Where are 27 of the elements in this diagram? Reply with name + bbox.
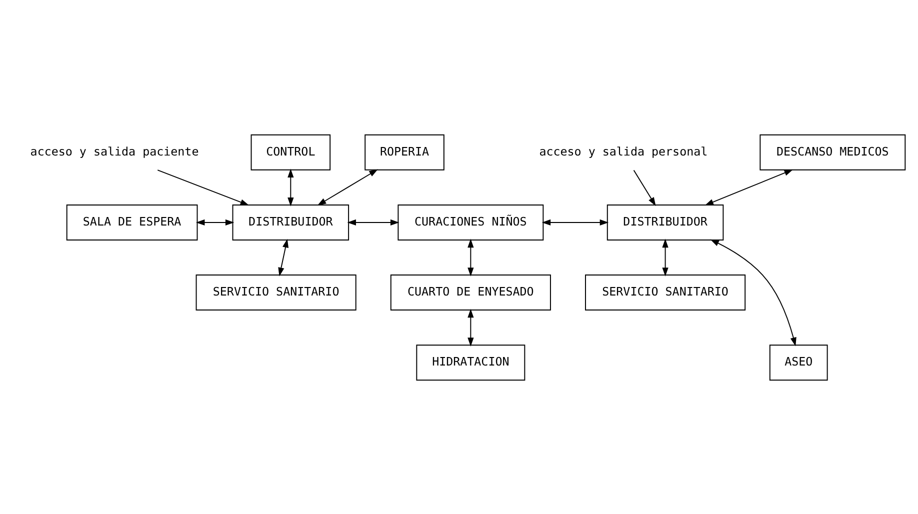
node-box: CONTROL xyxy=(250,134,331,170)
arrow xyxy=(278,238,289,276)
arrow xyxy=(317,168,378,206)
arrow xyxy=(347,218,400,226)
node-box: ROPERIA xyxy=(364,134,444,170)
arrow xyxy=(710,238,796,346)
arrow xyxy=(468,308,474,346)
arrow xyxy=(662,238,668,276)
node-box: SALA DE ESPERA xyxy=(66,204,198,240)
node-box: DESCANSO MEDICOS xyxy=(760,134,906,170)
node-box: SERVICIO SANITARIO xyxy=(585,274,746,310)
node-box: SERVICIO SANITARIO xyxy=(196,274,356,310)
node-box: DISTRIBUIDOR xyxy=(606,204,724,240)
node-box: CUARTO DE ENYESADO xyxy=(390,274,551,310)
node-text: acceso y salida personal xyxy=(539,144,708,158)
arrow xyxy=(468,238,474,276)
node-box: ASEO xyxy=(769,344,828,380)
node-box: HIDRATACION xyxy=(416,344,526,380)
arrow xyxy=(196,218,234,226)
arrow xyxy=(704,168,794,205)
arrow xyxy=(542,218,609,226)
node-box: DISTRIBUIDOR xyxy=(232,204,350,240)
arrow xyxy=(288,168,294,206)
arrow xyxy=(633,169,656,206)
node-box: CURACIONES NIÑOS xyxy=(398,204,544,240)
node-text: acceso y salida paciente xyxy=(30,144,199,158)
arrow xyxy=(157,169,250,205)
